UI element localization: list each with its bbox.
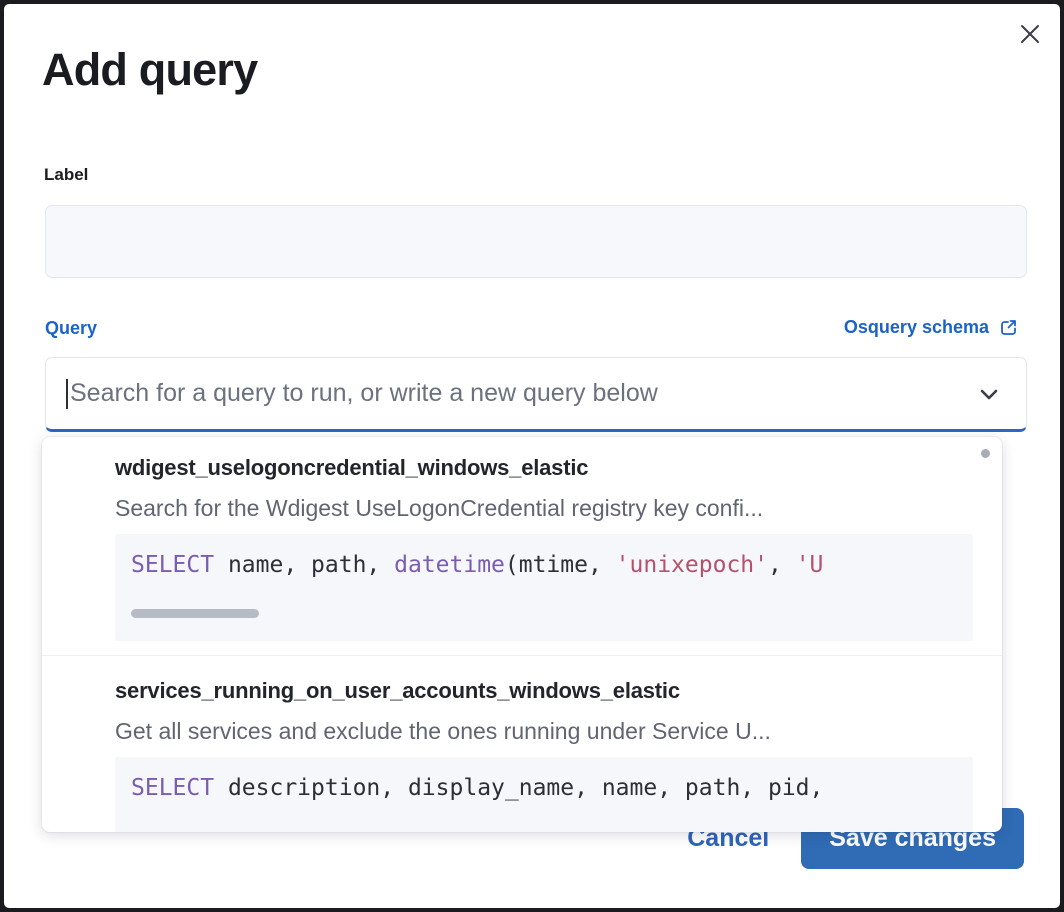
osquery-schema-link[interactable]: Osquery schema — [844, 317, 1019, 338]
add-query-dialog: Add query Label Query Osquery schema Can… — [4, 4, 1060, 908]
option-description: Get all services and exclude the ones ru… — [115, 718, 771, 744]
code-horizontal-scrollbar[interactable] — [131, 609, 259, 618]
option-code-block[interactable]: SELECT name, path, datetime(mtime, 'unix… — [115, 534, 973, 641]
query-search-input[interactable] — [68, 358, 966, 429]
label-field-label: Label — [44, 165, 89, 184]
dropdown-option-list: wdigest_uselogoncredential_windows_elast… — [42, 437, 1002, 832]
query-field-label: Query — [45, 318, 98, 338]
page-title: Add query — [42, 44, 258, 95]
osquery-schema-label: Osquery schema — [843, 317, 989, 337]
external-link-icon — [998, 317, 1019, 338]
text-caret — [66, 378, 68, 409]
list-item[interactable]: services_running_on_user_accounts_window… — [42, 655, 1002, 832]
option-title: wdigest_uselogoncredential_windows_elast… — [115, 455, 589, 480]
dropdown-scrollbar[interactable] — [981, 449, 990, 458]
option-description: Search for the Wdigest UseLogonCredentia… — [115, 495, 764, 521]
option-code-text: SELECT description, display_name, name, … — [131, 775, 824, 801]
close-icon[interactable] — [1012, 16, 1048, 52]
query-search-combobox[interactable] — [45, 357, 1027, 432]
query-suggestions-dropdown: wdigest_uselogoncredential_windows_elast… — [42, 437, 1002, 832]
label-input[interactable] — [45, 205, 1027, 278]
option-code-text: SELECT name, path, datetime(mtime, 'unix… — [131, 552, 824, 578]
list-item[interactable]: wdigest_uselogoncredential_windows_elast… — [42, 437, 1002, 641]
option-title: services_running_on_user_accounts_window… — [115, 678, 680, 703]
chevron-down-icon[interactable] — [966, 379, 1012, 409]
option-code-block[interactable]: SELECT description, display_name, name, … — [115, 757, 973, 832]
